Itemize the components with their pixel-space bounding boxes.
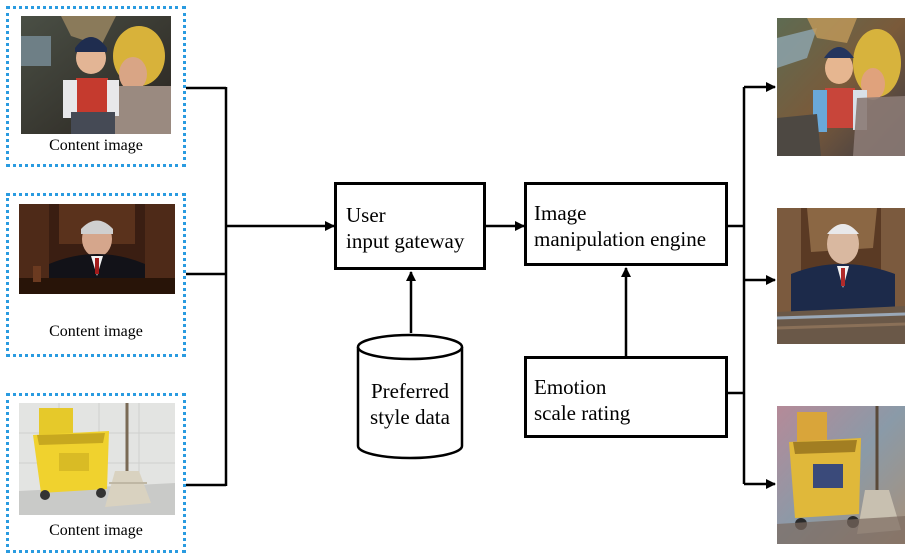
- preferred-style-data-line2: style data: [370, 405, 450, 429]
- stylized-mother-and-child-photo: [777, 18, 905, 156]
- mop-bucket-photo: [19, 403, 175, 515]
- preferred-style-data-label: Preferred style data: [360, 378, 460, 430]
- emotion-scale-rating-box: Emotion scale rating: [524, 356, 728, 438]
- image-manipulation-engine-box: Image manipulation engine: [524, 182, 728, 266]
- mother-and-child-photo: [21, 16, 171, 134]
- preferred-style-data-line1: Preferred: [370, 379, 450, 403]
- judge-portrait-photo: [19, 204, 175, 294]
- content-image-label: Content image: [49, 137, 143, 154]
- user-input-gateway-box: User input gateway: [334, 182, 486, 270]
- content-image-label: Content image: [49, 522, 143, 539]
- image-manipulation-engine-line2: manipulation engine: [534, 227, 707, 251]
- user-input-gateway-line2: input gateway: [346, 229, 465, 253]
- stylized-mop-bucket-photo: [777, 406, 905, 544]
- stylized-judge-portrait-photo: [777, 208, 905, 344]
- preferred-style-data-cylinder: [356, 333, 464, 460]
- emotion-scale-rating-line2: scale rating: [534, 401, 631, 425]
- user-input-gateway-line1: User: [346, 203, 386, 227]
- image-manipulation-engine-line1: Image: [534, 201, 587, 225]
- content-image-frame-2: Content image: [6, 193, 186, 357]
- emotion-scale-rating-line1: Emotion: [534, 375, 607, 399]
- content-image-frame-1: Content image: [6, 6, 186, 167]
- content-image-frame-3: Content image: [6, 393, 186, 553]
- content-image-label: Content image: [49, 323, 143, 340]
